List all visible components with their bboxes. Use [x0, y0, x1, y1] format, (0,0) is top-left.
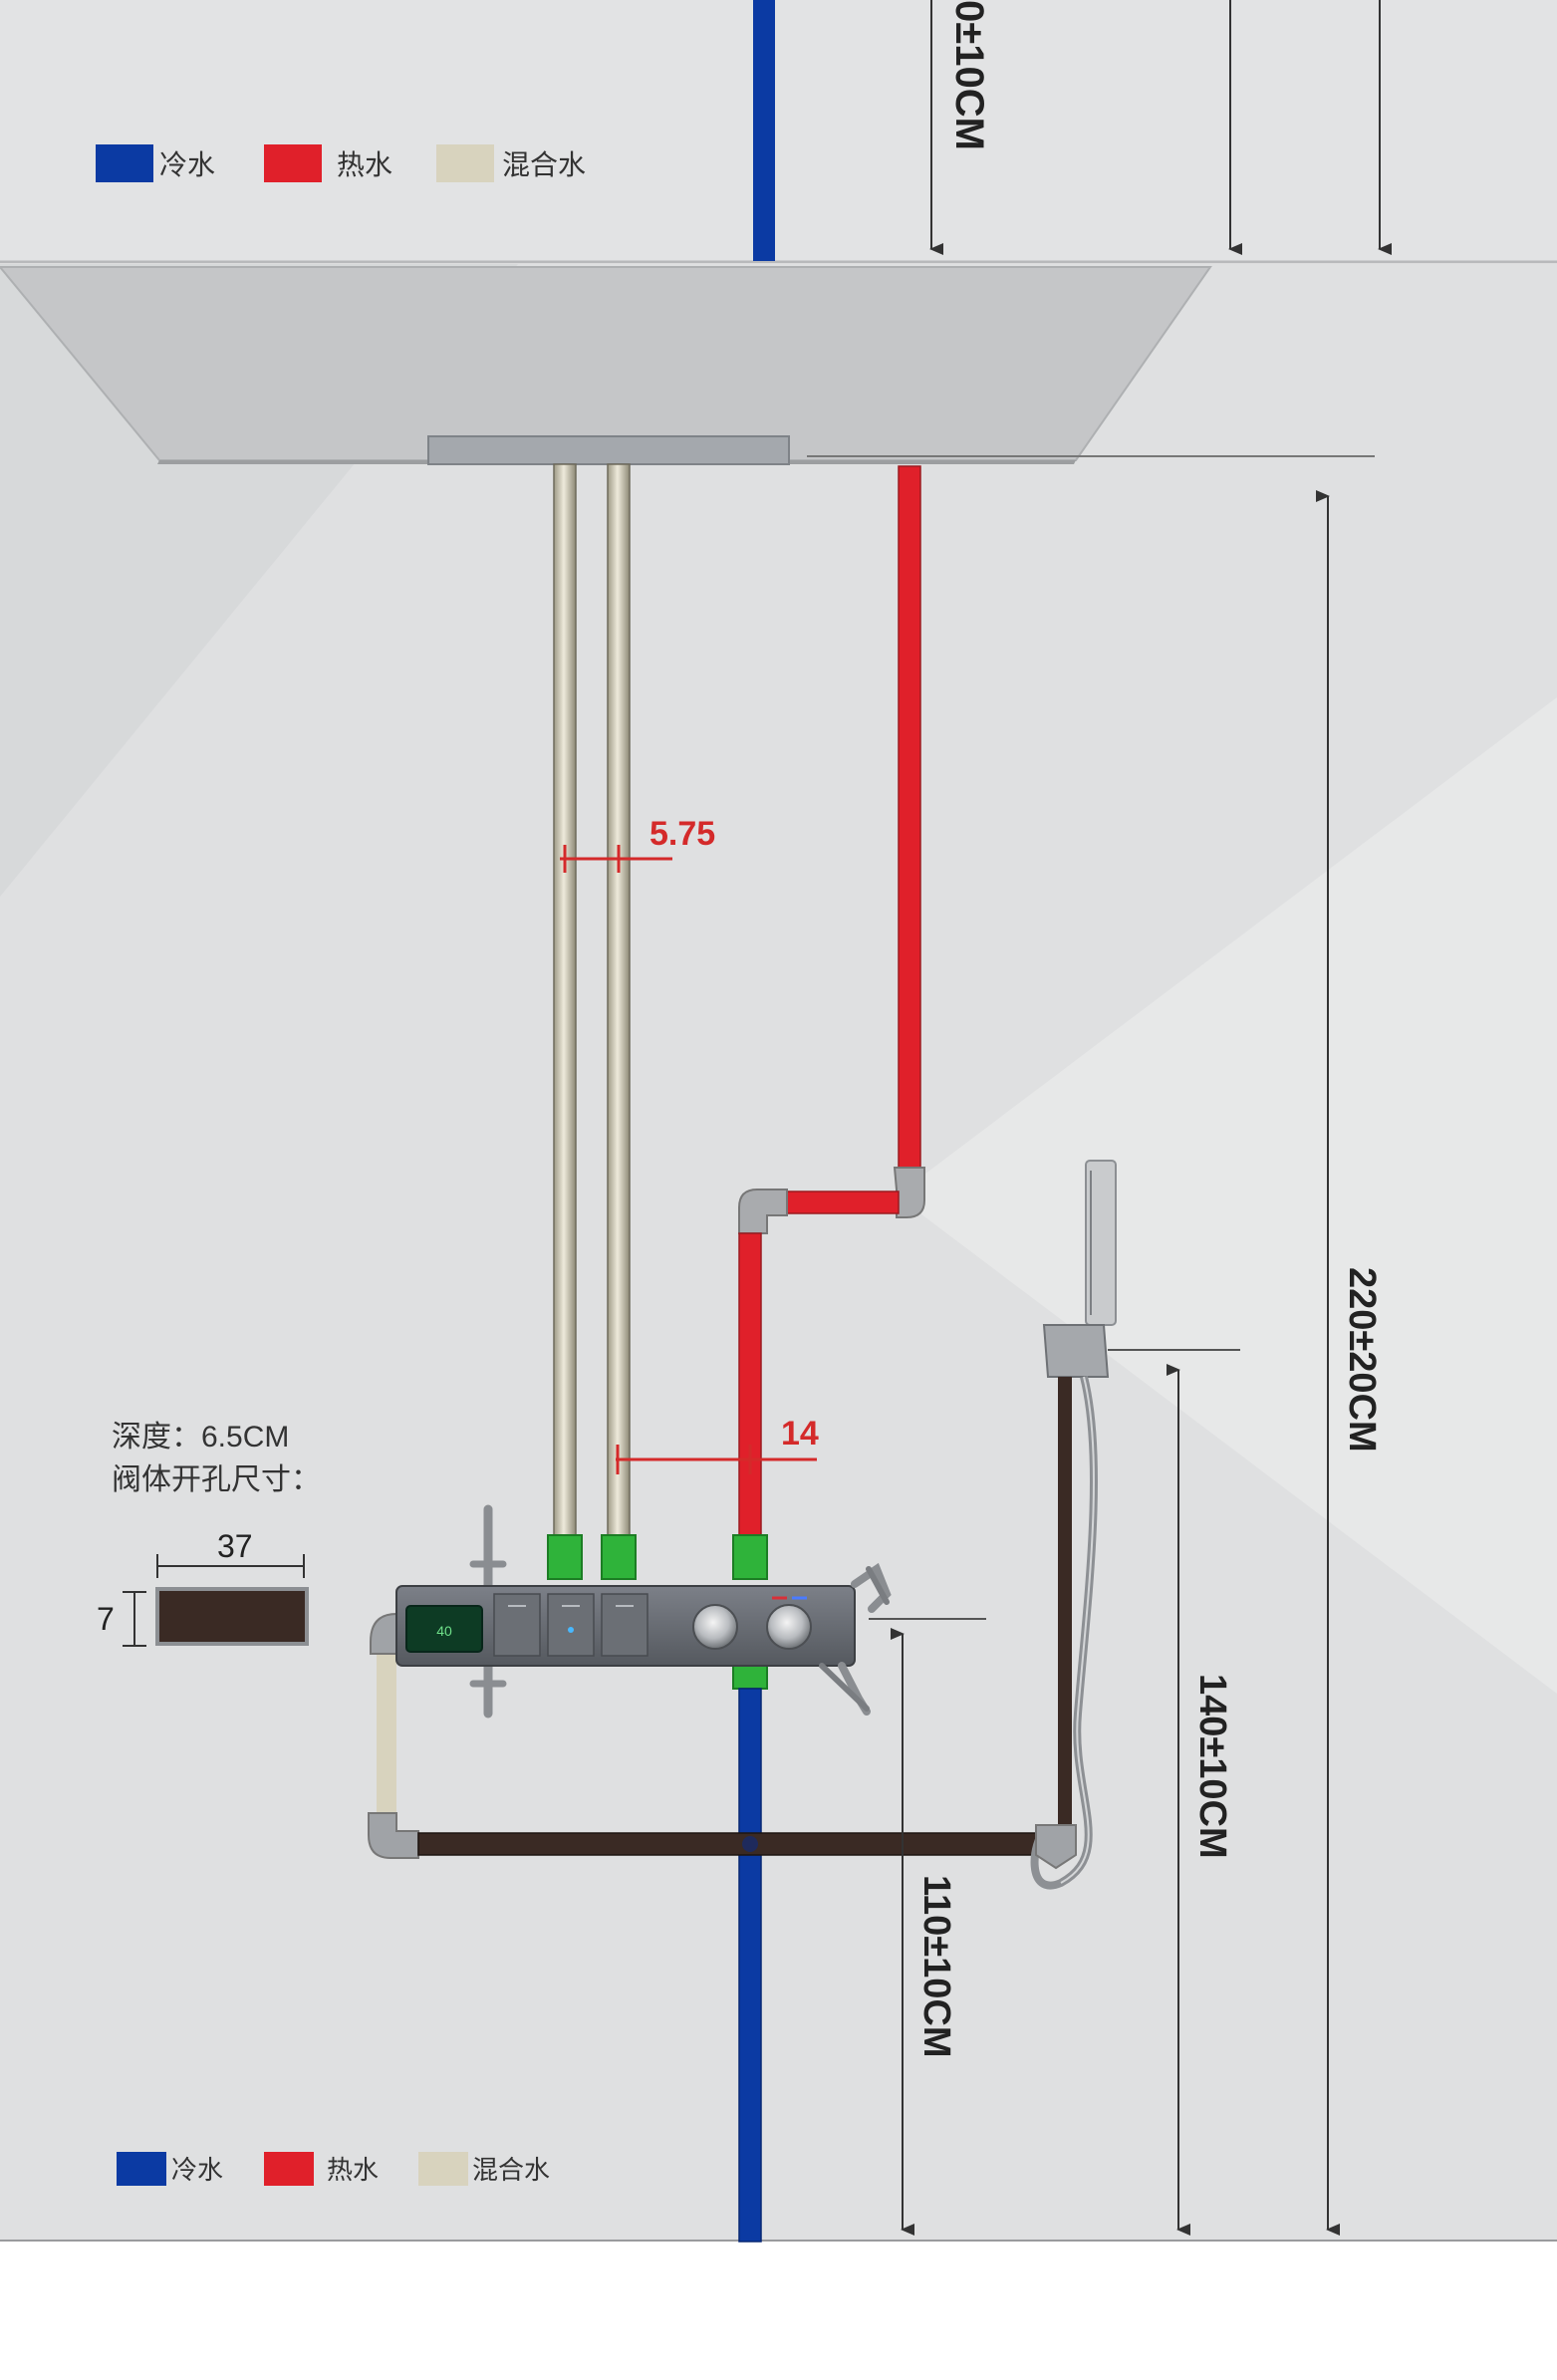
hand-shower-holder	[1042, 1324, 1110, 1378]
legend-bottom-swatch-mixed	[418, 2152, 468, 2186]
rain-shower-head	[427, 435, 790, 465]
function-button-3	[601, 1593, 649, 1657]
legend-label-cold: 冷水	[159, 149, 215, 180]
function-button-1	[493, 1593, 541, 1657]
valve-opening-label: 阀体开孔尺寸：	[112, 1463, 321, 1496]
pipe-spacing-label: 14	[781, 1415, 819, 1453]
legend-label-hot: 热水	[337, 149, 392, 180]
display-temperature: 40	[436, 1623, 452, 1639]
legend-bottom-label-cold: 冷水	[171, 2155, 223, 2185]
hot-pipe-vertical-bottom	[738, 1232, 762, 1536]
valve-right-diagonal	[819, 1566, 890, 1712]
valve-left-end	[370, 1612, 400, 1655]
mixed-pipe-1	[553, 463, 577, 1536]
temperature-display	[405, 1605, 483, 1653]
legend-label-mixed: 混合水	[502, 149, 586, 180]
legend-swatch-cold	[96, 144, 153, 182]
valve-height-label: 110±10CM	[915, 1875, 957, 2058]
hot-pipe-vertical-top	[898, 465, 921, 1177]
total-height-label: 220±20CM	[1341, 1267, 1383, 1453]
opening-height-label: 7	[97, 1601, 115, 1637]
cold-pipe-top	[753, 0, 775, 261]
valve-opening-swatch	[155, 1587, 309, 1646]
hot-pipe-elbow-top	[893, 1167, 925, 1218]
concrete-shade-2	[897, 697, 1557, 1694]
hot-pipe-horizontal	[782, 1190, 900, 1214]
legend-top: 冷水 热水 混合水	[96, 144, 586, 182]
valve-right-bracket-upper	[851, 1562, 892, 1613]
legend-bottom-label-mixed: 混合水	[472, 2155, 550, 2185]
temperature-knob	[766, 1604, 812, 1650]
legend-swatch-hot	[264, 144, 322, 182]
connector-green-1	[547, 1534, 583, 1580]
horizontal-brown-pipe	[417, 1832, 1047, 1856]
function-button-2	[547, 1593, 595, 1657]
tee-junction	[742, 1836, 758, 1852]
cold-pipe-main	[738, 1688, 762, 2243]
legend-swatch-mixed	[436, 144, 494, 182]
legend-bottom-swatch-cold	[117, 2152, 166, 2186]
legend-bottom-label-hot: 热水	[327, 2155, 379, 2185]
shower-hose-highlight	[1060, 1376, 1095, 1884]
hand-shower-riser	[1058, 1377, 1072, 1825]
pipe-gap-label: 5.75	[649, 815, 715, 853]
connector-green-3	[732, 1534, 768, 1580]
legend-bottom: 冷水 热水 混合水	[117, 2152, 550, 2186]
valve-left-arm	[469, 1560, 507, 1688]
flow-knob	[692, 1604, 738, 1650]
connector-green-2	[601, 1534, 637, 1580]
left-elbow	[368, 1812, 419, 1859]
function-button-2-led	[568, 1627, 574, 1633]
right-elbow	[1035, 1824, 1077, 1870]
valve-depth-label: 深度：6.5CM	[112, 1421, 289, 1454]
page-footer-blank	[0, 2242, 1557, 2380]
ceiling-slab	[0, 266, 1212, 461]
top-dimension-label: 0±10CM	[947, 0, 991, 150]
opening-width-label: 37	[217, 1528, 253, 1564]
top-panel-background	[0, 0, 1557, 261]
mixed-pipe-2	[607, 463, 631, 1536]
legend-bottom-swatch-hot	[264, 2152, 314, 2186]
hot-pipe-elbow-bottom	[738, 1189, 788, 1234]
handshower-height-label: 140±10CM	[1191, 1674, 1233, 1859]
